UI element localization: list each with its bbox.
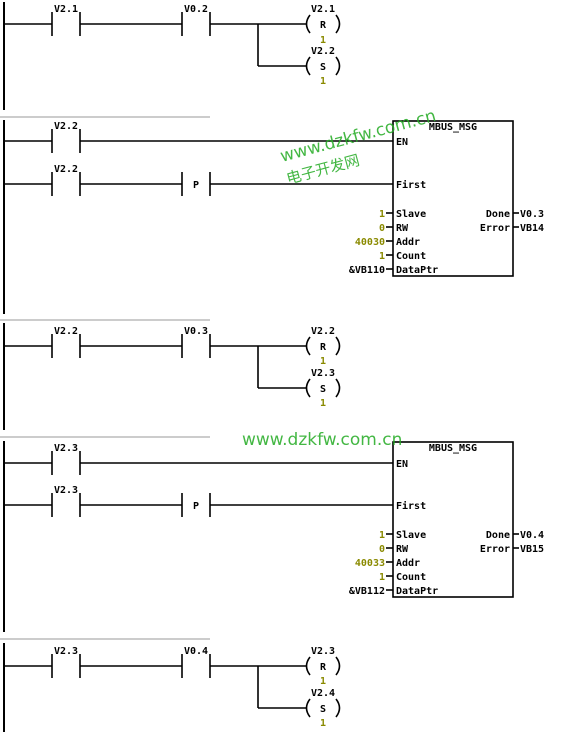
edge-label: P [193, 501, 199, 512]
coil-set: V2.3 S 1 [305, 368, 341, 409]
done-value: V0.3 [520, 209, 544, 220]
coil-reset: V2.1 R 1 [305, 4, 341, 46]
slave-value: 1 [379, 209, 385, 220]
positive-edge-contact: P [181, 172, 211, 196]
coil-type: S [320, 384, 326, 395]
rw-value: 0 [379, 544, 385, 555]
positive-edge-contact: P [181, 493, 211, 517]
pin-slave: Slave [396, 209, 426, 220]
pin-addr: Addr [396, 558, 420, 569]
contact-v0-4: V0.4 [181, 646, 211, 678]
contact-v2-3: V2.3 [51, 646, 81, 678]
contact-label: V2.3 [54, 485, 78, 496]
coil-count: 1 [320, 356, 326, 367]
coil-address: V2.4 [311, 688, 335, 699]
pin-error: Error [480, 223, 510, 234]
count-value: 1 [379, 572, 385, 583]
contact-label: V2.2 [54, 121, 78, 132]
error-value: VB15 [520, 544, 544, 555]
coil-set: V2.4 S 1 [305, 688, 341, 729]
addr-value: 40030 [355, 237, 385, 248]
error-value: VB14 [520, 223, 544, 234]
contact-label: V0.4 [184, 646, 208, 657]
coil-address: V2.2 [311, 46, 335, 57]
coil-address: V2.3 [311, 646, 335, 657]
contact-v0-2: V0.2 [181, 4, 211, 36]
done-value: V0.4 [520, 530, 544, 541]
contact-label: V2.3 [54, 646, 78, 657]
coil-type: S [320, 704, 326, 715]
block-title: MBUS_MSG [429, 443, 477, 454]
pin-error: Error [480, 544, 510, 555]
network-4: V2.3 V2.3 P MBUS_MSG EN First Slave RW A… [3, 441, 544, 632]
coil-count: 1 [320, 35, 326, 46]
contact-first: V2.2 [51, 164, 81, 196]
network-3: V2.2 V0.3 V2.2 R 1 V2.3 S 1 [3, 323, 341, 430]
contact-en: V2.2 [51, 121, 81, 153]
network-2: V2.2 V2.2 P MBUS_MSG EN First Slave RW A… [3, 120, 544, 314]
contact-v0-3: V0.3 [181, 326, 211, 358]
contact-label: V2.1 [54, 4, 78, 15]
pin-rw: RW [396, 223, 409, 234]
contact-label: V0.3 [184, 326, 208, 337]
coil-type: R [320, 662, 327, 673]
pin-rw: RW [396, 544, 409, 555]
coil-count: 1 [320, 76, 326, 87]
dataptr-value: &VB112 [349, 586, 385, 597]
contact-first: V2.3 [51, 485, 81, 517]
pin-first: First [396, 179, 426, 191]
coil-address: V2.2 [311, 326, 335, 337]
contact-label: V2.2 [54, 164, 78, 175]
coil-address: V2.1 [311, 4, 335, 15]
coil-address: V2.3 [311, 368, 335, 379]
coil-set: V2.2 S 1 [305, 46, 341, 87]
pin-done: Done [486, 209, 510, 220]
edge-label: P [193, 180, 199, 191]
coil-type: R [320, 20, 327, 31]
contact-label: V2.2 [54, 326, 78, 337]
pin-slave: Slave [396, 530, 426, 541]
coil-count: 1 [320, 398, 326, 409]
count-value: 1 [379, 251, 385, 262]
slave-value: 1 [379, 530, 385, 541]
coil-count: 1 [320, 676, 326, 687]
coil-count: 1 [320, 718, 326, 729]
contact-v2-2: V2.2 [51, 326, 81, 358]
coil-type: R [320, 342, 327, 353]
contact-label: V2.3 [54, 443, 78, 454]
pin-done: Done [486, 530, 510, 541]
mbus-msg-block: MBUS_MSG EN First Slave RW Addr Count Da… [392, 441, 514, 598]
coil-reset: V2.3 R 1 [305, 646, 341, 687]
addr-value: 40033 [355, 558, 385, 569]
pin-first: First [396, 500, 426, 512]
network-1: V2.1 V0.2 V2.1 R 1 V2.2 S 1 [3, 2, 341, 110]
pin-count: Count [396, 572, 426, 583]
contact-v2-1: V2.1 [51, 4, 81, 36]
watermark-2: www.dzkfw.com.cn [242, 430, 402, 450]
pin-addr: Addr [396, 237, 420, 248]
contact-en: V2.3 [51, 443, 81, 475]
coil-reset: V2.2 R 1 [305, 326, 341, 367]
pin-en: EN [396, 459, 408, 470]
pin-en: EN [396, 137, 408, 148]
pin-dataptr: DataPtr [396, 265, 438, 276]
mbus-msg-block: MBUS_MSG EN First Slave RW Addr Count Da… [392, 120, 514, 277]
dataptr-value: &VB110 [349, 265, 385, 276]
coil-type: S [320, 62, 326, 73]
pin-count: Count [396, 251, 426, 262]
network-5: V2.3 V0.4 V2.3 R 1 V2.4 S 1 [3, 643, 341, 732]
contact-label: V0.2 [184, 4, 208, 15]
pin-dataptr: DataPtr [396, 586, 438, 597]
rw-value: 0 [379, 223, 385, 234]
block-title: MBUS_MSG [429, 122, 477, 133]
